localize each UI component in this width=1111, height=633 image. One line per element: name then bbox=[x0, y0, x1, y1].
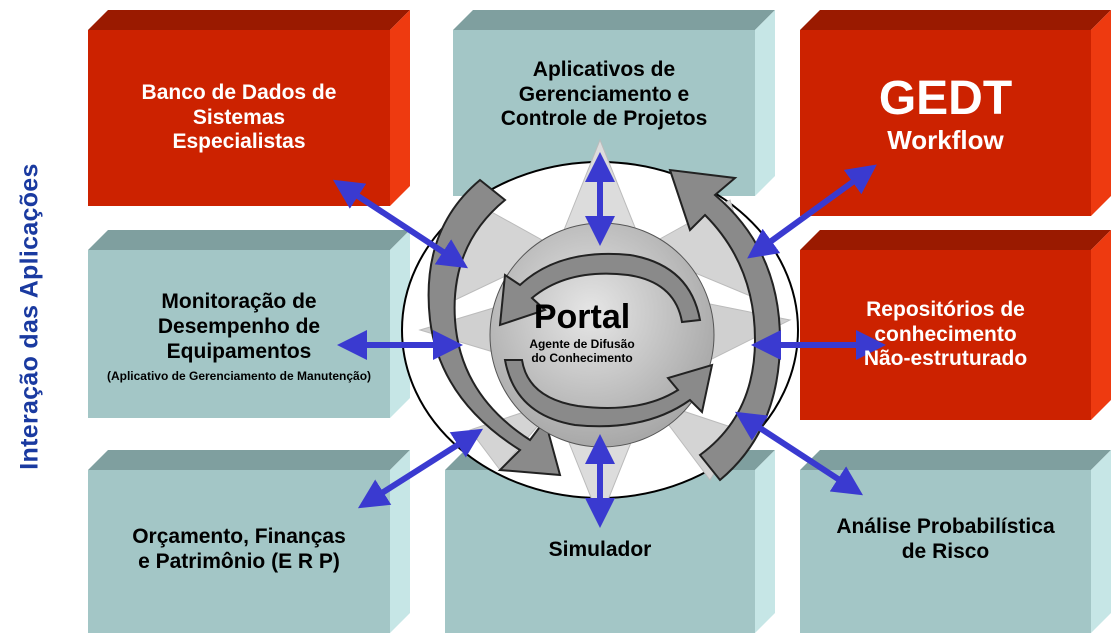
box-banco: Banco de Dados de Sistemas Especialistas bbox=[88, 30, 390, 206]
simulador-line-1: Simulador bbox=[548, 537, 652, 561]
inner-arrow-bottom bbox=[503, 359, 714, 428]
box-analise: Análise Probabilística de Risco bbox=[800, 490, 1091, 590]
box-monitoracao: Monitoração de Desempenho de Equipamento… bbox=[88, 262, 390, 412]
banco-line-3: Especialistas bbox=[172, 130, 306, 154]
inner-arrow-top bbox=[498, 252, 702, 327]
repositorios-line-3: Não-estruturado bbox=[863, 347, 1028, 371]
orcamento-line-2: e Patrimônio (E R P) bbox=[138, 550, 340, 573]
repositorios-line-2: conhecimento bbox=[874, 322, 1017, 346]
analise-line-1: Análise Probabilística bbox=[836, 515, 1055, 539]
box-aplicativos: Aplicativos de Gerenciamento e Controle … bbox=[453, 30, 755, 160]
portal-label: Portal Agente de Difusão do Conhecimento bbox=[482, 298, 682, 366]
box-analise-shape bbox=[800, 450, 1111, 633]
analise-line-2: de Risco bbox=[901, 540, 990, 563]
orcamento-line-1: Orçamento, Finanças bbox=[132, 525, 346, 549]
box-gedt: GEDT Workflow bbox=[800, 40, 1091, 190]
monitoracao-line-1: Monitoração de bbox=[161, 290, 317, 314]
monitoracao-note: (Aplicativo de Gerenciamento de Manutenç… bbox=[106, 368, 372, 383]
portal-title: Portal bbox=[533, 298, 631, 336]
banco-line-1: Banco de Dados de bbox=[141, 80, 337, 104]
aplicativos-line-2: Gerenciamento e bbox=[518, 82, 690, 106]
box-banco-shape bbox=[88, 10, 410, 206]
banco-line-2: Sistemas bbox=[192, 105, 286, 129]
aplicativos-line-1: Aplicativos de bbox=[532, 57, 676, 81]
connector-gedt bbox=[747, 164, 877, 259]
connector-orcamento bbox=[357, 428, 484, 509]
box-repositorios: Repositórios de conhecimento Não-estrutu… bbox=[800, 260, 1091, 410]
portal-subtitle: Agente de Difusão do Conhecimento bbox=[529, 337, 635, 366]
repositorios-line-1: Repositórios de bbox=[866, 297, 1025, 321]
gedt-subtitle: Workflow bbox=[887, 124, 1004, 155]
box-orcamento: Orçamento, Finanças e Patrimônio (E R P) bbox=[88, 490, 390, 610]
box-simulador: Simulador bbox=[445, 520, 755, 580]
aplicativos-line-3: Controle de Projetos bbox=[500, 107, 708, 131]
monitoracao-line-2: Desempenho de bbox=[157, 315, 321, 339]
gedt-title: GEDT bbox=[878, 72, 1013, 126]
box-orcamento-shape bbox=[88, 450, 410, 633]
connector-banco bbox=[332, 179, 469, 269]
connector-arrows bbox=[332, 152, 886, 528]
monitoracao-line-3: Equipamentos bbox=[166, 339, 312, 363]
connector-analise bbox=[734, 411, 864, 496]
